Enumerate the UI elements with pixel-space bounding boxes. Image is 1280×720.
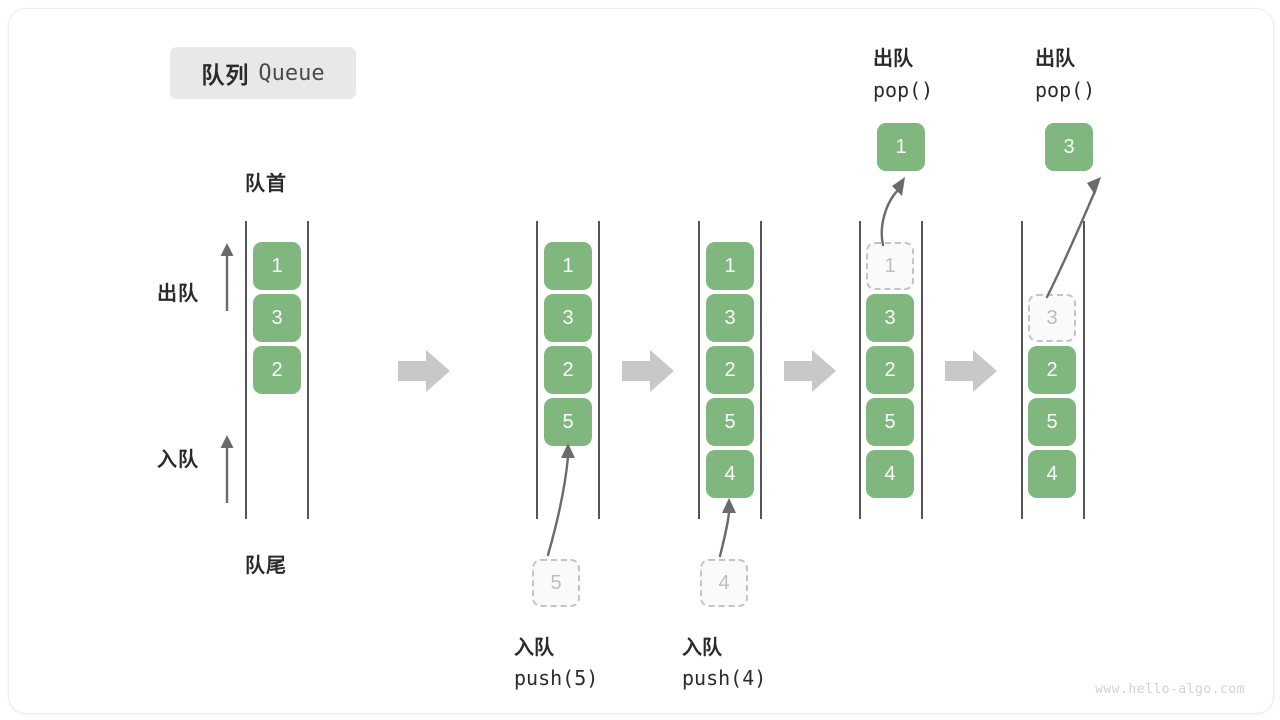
pop-3-label-cn: 出队 — [1035, 48, 1075, 70]
title-chinese: 队列 — [201, 62, 250, 88]
title-badge: 队列 Queue — [170, 47, 356, 99]
pop-1-label-code: pop() — [873, 78, 933, 102]
stage-pop-3-cell-2: 2 — [1028, 346, 1076, 394]
stage-pop-1-rail-left — [859, 221, 861, 519]
stage-initial-rail-right — [307, 221, 309, 519]
stage-pop-1-rail-right — [921, 221, 923, 519]
push-5-code-suffix: ) — [586, 666, 599, 690]
stage-push-4-cell-0: 1 — [706, 242, 754, 290]
pop-1-label-cn: 出队 — [873, 48, 913, 70]
stage-pop-3-rail-right — [1083, 221, 1085, 519]
label-queue-head: 队首 — [245, 173, 287, 195]
stage-push-5-rail-left — [536, 221, 538, 519]
label-enqueue: 入队 — [157, 449, 199, 471]
stage-push-4-cell-3: 5 — [706, 398, 754, 446]
stage-push-5-rail-right — [598, 221, 600, 519]
title-english: Queue — [258, 60, 325, 86]
push-4-label-cn: 入队 — [682, 637, 722, 659]
stage-push-4-cell-2: 2 — [706, 346, 754, 394]
stage-initial-cell-1: 3 — [253, 294, 301, 342]
push-5-label-cn: 入队 — [514, 637, 554, 659]
stage-pop-3-cell-3: 5 — [1028, 398, 1076, 446]
stage-pop-1-cell-4: 4 — [866, 450, 914, 498]
pop-1-curve-arrow-icon — [880, 177, 905, 247]
stage-initial-cell-0: 1 — [253, 242, 301, 290]
push-4-code-suffix: ) — [754, 666, 767, 690]
stage-push-4-cell-4: 4 — [706, 450, 754, 498]
flow-arrow-icon-2 — [622, 350, 674, 392]
push-4-code-value: 4 — [742, 666, 755, 690]
stage-push-5-cell-3: 5 — [544, 398, 592, 446]
pop-1-popped-cell: 1 — [877, 123, 925, 171]
pop-3-curve-arrow-icon — [1045, 177, 1101, 299]
dequeue-up-arrow-icon — [220, 243, 234, 311]
push-4-curve-arrow-icon — [718, 498, 736, 558]
label-dequeue: 出队 — [157, 283, 199, 305]
stage-pop-3-cell-4: 4 — [1028, 450, 1076, 498]
pop-3-code-suffix: ) — [1083, 78, 1096, 102]
pop-3-code-prefix: pop( — [1035, 78, 1084, 102]
push-4-label-code: push(4) — [682, 666, 766, 690]
stage-initial-cell-2: 2 — [253, 346, 301, 394]
diagram-card: 队列 Queue 队首 队尾 出队 入队 1 3 2 1 3 2 5 5 入队 … — [8, 8, 1274, 714]
stage-push-5-cell-2: 2 — [544, 346, 592, 394]
stage-initial-rail-left — [245, 221, 247, 519]
label-queue-tail: 队尾 — [245, 555, 287, 577]
flow-arrow-icon-1 — [398, 350, 450, 392]
push-5-curve-arrow-icon — [546, 443, 575, 557]
stage-push-5-cell-1: 3 — [544, 294, 592, 342]
stage-pop-1-cell-2: 2 — [866, 346, 914, 394]
pop-1-code-prefix: pop( — [873, 78, 922, 102]
stage-push-4-rail-right — [760, 221, 762, 519]
watermark: www.hello-algo.com — [1095, 682, 1245, 697]
push-5-label-code: push(5) — [514, 666, 598, 690]
flow-arrow-icon-4 — [945, 350, 997, 392]
pop-3-label-code: pop() — [1035, 78, 1095, 102]
push-4-code-prefix: push( — [682, 666, 743, 690]
stage-push-4-cell-1: 3 — [706, 294, 754, 342]
flow-arrow-icon-3 — [784, 350, 836, 392]
enqueue-up-arrow-icon — [220, 435, 234, 503]
push-5-ghost-cell: 5 — [532, 559, 580, 607]
stage-pop-3-rail-left — [1021, 221, 1023, 519]
stage-pop-1-cell-1: 3 — [866, 294, 914, 342]
stage-push-5-cell-0: 1 — [544, 242, 592, 290]
push-5-code-prefix: push( — [514, 666, 575, 690]
pop-1-code-suffix: ) — [921, 78, 934, 102]
stage-pop-3-cell-1-ghost: 3 — [1028, 294, 1076, 342]
push-5-code-value: 5 — [574, 666, 587, 690]
push-4-ghost-cell: 4 — [700, 559, 748, 607]
stage-pop-1-cell-0-ghost: 1 — [866, 242, 914, 290]
stage-push-4-rail-left — [698, 221, 700, 519]
pop-3-popped-cell: 3 — [1045, 123, 1093, 171]
stage-pop-1-cell-3: 5 — [866, 398, 914, 446]
